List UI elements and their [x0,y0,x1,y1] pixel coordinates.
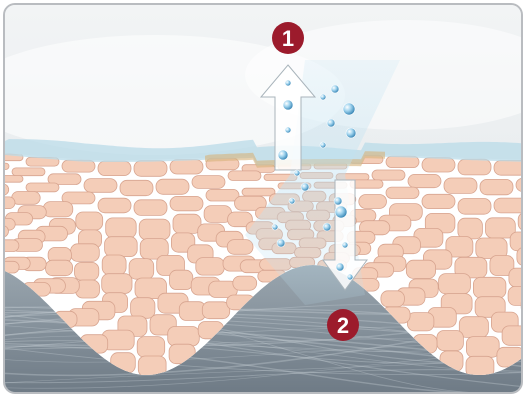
skin-cell [84,179,117,193]
skin-cell [422,194,455,208]
skin-cell [168,327,200,347]
skin-cell [422,158,455,172]
skin-cell [494,198,521,213]
skin-barrier-illustration: 1 2 [5,5,521,392]
skin-cell [170,270,193,289]
skin-cell [173,214,201,233]
water-droplet [277,239,285,247]
skin-cell [372,170,405,180]
skin-cell [233,276,257,290]
skin-cell [381,291,405,307]
skin-cell [156,179,189,194]
skin-cell [407,313,434,331]
skin-cell [98,198,131,213]
skin-cell [137,337,165,358]
skin-cell [5,176,23,183]
skin-cell [458,199,491,215]
water-droplet [323,223,331,231]
skin-cell [75,262,99,280]
water-droplet [331,85,339,93]
skin-cell [386,156,419,167]
water-droplet [347,274,353,280]
skin-cell [227,240,253,255]
skin-cell [62,160,95,172]
marker-2-badge: 2 [327,309,359,341]
marker-1-badge: 1 [272,22,304,54]
water-droplet [320,94,326,100]
skin-cell [12,168,45,176]
skin-cell [242,188,275,196]
skin-cell [102,274,132,294]
skin-cell [71,244,100,262]
skin-cell [202,302,229,319]
skin-cell [502,326,521,345]
skin-cell [46,260,73,276]
water-droplet [283,100,293,110]
skin-cell [129,259,154,280]
marker-2-label: 2 [337,313,349,338]
water-droplet [272,224,278,230]
skin-cell [458,159,491,175]
skin-cell [406,260,435,278]
water-droplet [335,206,347,218]
water-droplet [334,197,342,205]
skin-cell [196,258,224,276]
skin-cell [509,268,521,287]
skin-diagram-frame: 1 2 [3,3,523,394]
skin-cell [494,160,521,175]
water-droplet [285,80,291,86]
skin-cell [466,356,494,377]
skin-cell [43,202,73,217]
skin-cell [76,212,103,230]
skin-cell [98,161,131,176]
skin-cell [386,187,419,198]
skin-cell [179,302,205,321]
water-droplet [301,183,309,191]
skin-cell [120,180,153,195]
skin-cell [134,161,167,177]
water-droplet [336,263,344,271]
skin-cell [5,197,15,209]
skin-cell [102,255,126,275]
skin-cell [192,176,225,189]
skin-cell [134,200,167,216]
skin-cell [473,277,506,298]
skin-cell [439,274,471,294]
water-droplet [289,198,295,204]
water-droplet [342,242,348,248]
skin-cell [206,189,239,201]
skin-cell [359,195,387,209]
skin-cell [458,218,483,239]
skin-cell [508,286,521,305]
skin-cell [139,219,170,240]
skin-cell [5,240,19,252]
water-droplet [343,103,355,115]
water-droplet [278,150,288,160]
water-droplet [346,128,356,138]
skin-cell [105,237,138,257]
skin-cell [5,261,19,273]
skin-cell [26,183,59,192]
skin-cell [437,331,464,351]
skin-cell [510,232,521,251]
water-droplet [285,127,291,133]
skin-cell [486,218,516,238]
skin-cell [131,298,155,319]
water-droplet [294,170,300,176]
skin-cell [480,179,513,194]
skin-cell [170,196,203,210]
marker-1-label: 1 [282,26,294,51]
skin-cell [106,218,137,238]
skin-cell [408,174,441,187]
skin-cell [228,171,261,181]
skin-cell [466,337,499,358]
skin-cell [444,178,477,193]
skin-cell [459,317,488,338]
skin-cell [170,160,203,174]
skin-cell [5,163,9,169]
water-droplet [327,119,335,127]
water-droplet [320,142,326,148]
skin-cell [12,192,41,205]
